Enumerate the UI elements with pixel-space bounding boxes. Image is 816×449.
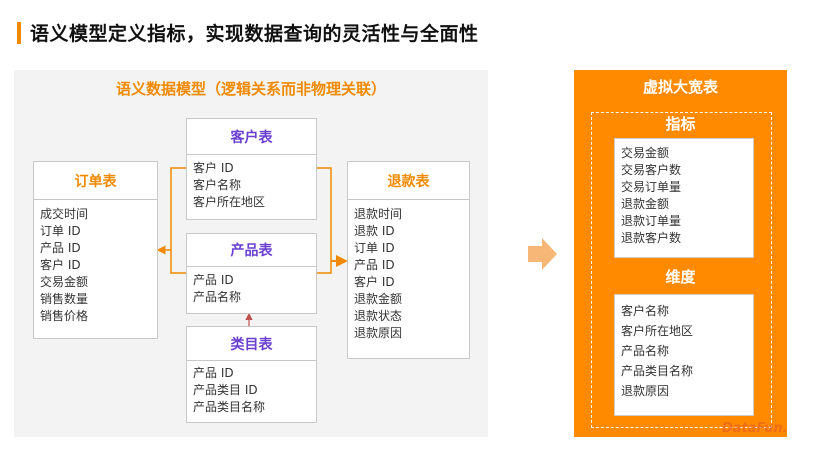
dimension-item: 产品类目名称 (621, 364, 694, 378)
field: 成交时间 (40, 207, 89, 221)
metric-item: 交易金额 (621, 146, 670, 160)
customer-table: 客户表 客户 ID 客户名称 客户所在地区 (186, 118, 317, 220)
dimension-item: 客户所在地区 (621, 324, 694, 338)
field: 订单 ID (354, 241, 395, 255)
field: 销售价格 (40, 309, 89, 323)
dimension-item: 退款原因 (621, 384, 670, 398)
order-table-fields: 成交时间 订单 ID 产品 ID 客户 ID 交易金额 销售数量 销售价格 (34, 200, 157, 331)
category-table-fields: 产品 ID 产品类目 ID 产品类目名称 (187, 361, 316, 422)
field: 产品 ID (40, 241, 81, 255)
metric-item: 交易订单量 (621, 180, 682, 194)
category-table-title: 类目表 (187, 327, 316, 361)
page-title: 语义模型定义指标，实现数据查询的灵活性与全面性 (30, 23, 479, 45)
field: 客户名称 (193, 178, 242, 192)
customer-table-fields: 客户 ID 客户名称 客户所在地区 (187, 155, 316, 217)
customer-table-title: 客户表 (187, 119, 316, 155)
field: 订单 ID (40, 224, 81, 238)
field: 产品 ID (193, 273, 234, 287)
product-table-fields: 产品 ID 产品名称 (187, 267, 316, 312)
dimension-item: 客户名称 (621, 304, 670, 318)
field: 退款状态 (354, 309, 403, 323)
big-right-arrow-icon (528, 238, 557, 270)
dimensions-list: 客户名称 客户所在地区 产品名称 产品类目名称 退款原因 (614, 294, 754, 416)
field: 退款 ID (354, 224, 395, 238)
dimension-item: 产品名称 (621, 344, 670, 358)
metric-item: 退款客户数 (621, 231, 682, 245)
product-table-title: 产品表 (187, 234, 316, 267)
metric-item: 交易客户数 (621, 163, 682, 177)
category-table: 类目表 产品 ID 产品类目 ID 产品类目名称 (186, 326, 317, 423)
semantic-model-title: 语义数据模型（逻辑关系而非物理关联） (115, 80, 386, 98)
field: 产品名称 (193, 290, 242, 304)
metric-item: 退款订单量 (621, 214, 682, 228)
refund-table: 退款表 退款时间 退款 ID 订单 ID 产品 ID 客户 ID 退款金额 退款… (347, 161, 470, 359)
field: 交易金额 (40, 275, 89, 289)
customer-product-to-order-line (170, 167, 186, 274)
field: 产品类目名称 (193, 400, 266, 414)
product-table: 产品表 产品 ID 产品名称 (186, 233, 317, 314)
metrics-title: 指标 (665, 115, 696, 133)
field: 产品类目 ID (193, 383, 258, 397)
wide-table-title: 虚拟大宽表 (642, 78, 718, 96)
field: 客户 ID (40, 258, 81, 272)
metric-item: 退款金额 (621, 197, 670, 211)
refund-table-title: 退款表 (348, 162, 469, 200)
order-table-title: 订单表 (34, 162, 157, 200)
metrics-list: 交易金额 交易客户数 交易订单量 退款金额 退款订单量 退款客户数 (614, 138, 754, 258)
wide-table-dashed-frame (591, 112, 772, 428)
refund-table-fields: 退款时间 退款 ID 订单 ID 产品 ID 客户 ID 退款金额 退款状态 退… (348, 200, 469, 348)
field: 产品 ID (193, 366, 234, 380)
field: 客户所在地区 (193, 195, 266, 209)
field: 产品 ID (354, 258, 395, 272)
field: 销售数量 (40, 292, 89, 306)
field: 退款时间 (354, 207, 403, 221)
order-table: 订单表 成交时间 订单 ID 产品 ID 客户 ID 交易金额 销售数量 销售价… (33, 161, 158, 339)
title-accent-bar (17, 22, 21, 44)
watermark-logo: DataFun. (722, 421, 788, 436)
field: 退款金额 (354, 292, 403, 306)
customer-product-to-refund-line (316, 167, 332, 274)
field: 客户 ID (354, 275, 395, 289)
field: 客户 ID (193, 161, 234, 175)
dimensions-title: 维度 (665, 268, 696, 286)
field: 退款原因 (354, 326, 403, 340)
